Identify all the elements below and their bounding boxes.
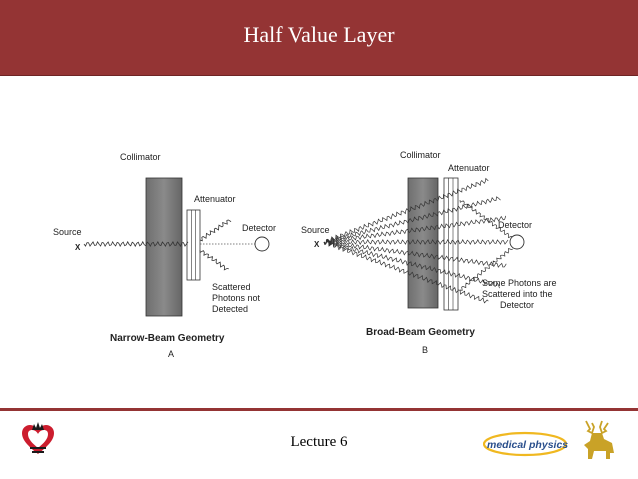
narrow-attenuator: [186, 209, 201, 281]
narrow-scatter-down: [199, 249, 229, 271]
broad-ray-6: [323, 241, 489, 304]
broad-beam-panel: Collimator Attenuator Source X Detector …: [301, 150, 557, 355]
slide-header: Half Value Layer: [0, 0, 638, 76]
narrow-scattered-line-3: Detected: [212, 304, 248, 314]
broad-attenuator-label: Attenuator: [448, 163, 490, 173]
medical-physics-logo: medical physics: [483, 431, 568, 457]
narrow-scattered-line-1: Scattered: [212, 282, 251, 292]
broad-collimator-label: Collimator: [400, 150, 441, 160]
narrow-scatter-up: [199, 219, 232, 242]
broad-scatter-1: [459, 247, 513, 291]
heart-crown-logo-icon: [22, 422, 54, 454]
slide-footer: Lecture 6 medical physics: [0, 411, 638, 479]
beam-geometry-figure: Collimator Attenuator Source X Detector …: [48, 140, 598, 380]
broad-source-mark: X: [314, 240, 320, 249]
narrow-collimator-label: Collimator: [120, 152, 161, 162]
narrow-caption: Narrow-Beam Geometry: [110, 333, 225, 344]
broad-ray-0: [323, 177, 489, 245]
broad-ray-1: [323, 196, 501, 245]
broad-caption: Broad-Beam Geometry: [366, 327, 475, 338]
beam-geometry-diagram: Collimator Attenuator Source X Detector …: [53, 150, 557, 359]
broad-beam-rays: [323, 177, 513, 304]
medical-physics-text: medical physics: [487, 439, 568, 451]
footer-divider: [0, 408, 638, 411]
broad-ray-2: [323, 215, 507, 245]
narrow-scattered-line-2: Photons not: [212, 293, 261, 303]
broad-scatter-0: [459, 199, 513, 239]
narrow-detector: [254, 236, 270, 252]
narrow-detector-label: Detector: [242, 223, 276, 233]
narrow-source-label: Source: [53, 227, 82, 237]
broad-ray-5: [323, 241, 500, 289]
narrow-collimator: [145, 177, 183, 317]
broad-collimator: [407, 177, 439, 309]
broad-source-label: Source: [301, 225, 330, 235]
broad-detector-label: Detector: [498, 220, 532, 230]
broad-ray-4: [323, 240, 507, 268]
slide-title: Half Value Layer: [243, 22, 395, 47]
broad-letter: B: [422, 345, 428, 355]
narrow-beam-panel: Collimator Attenuator Source X Detector …: [53, 152, 276, 359]
broad-detector: [509, 234, 525, 250]
broad-scattered-line-1: Some Photons are: [482, 278, 557, 288]
lecture-label: Lecture 6: [290, 434, 348, 450]
broad-ray-3: [323, 239, 509, 245]
broad-scattered-line-2: Scattered into the: [482, 289, 553, 299]
narrow-source-mark: X: [75, 243, 81, 252]
narrow-beam-wave: [83, 240, 189, 248]
narrow-letter: A: [168, 349, 174, 359]
narrow-attenuator-label: Attenuator: [194, 194, 236, 204]
deer-logo-icon: [584, 420, 614, 459]
broad-scattered-line-3: Detector: [500, 300, 534, 310]
